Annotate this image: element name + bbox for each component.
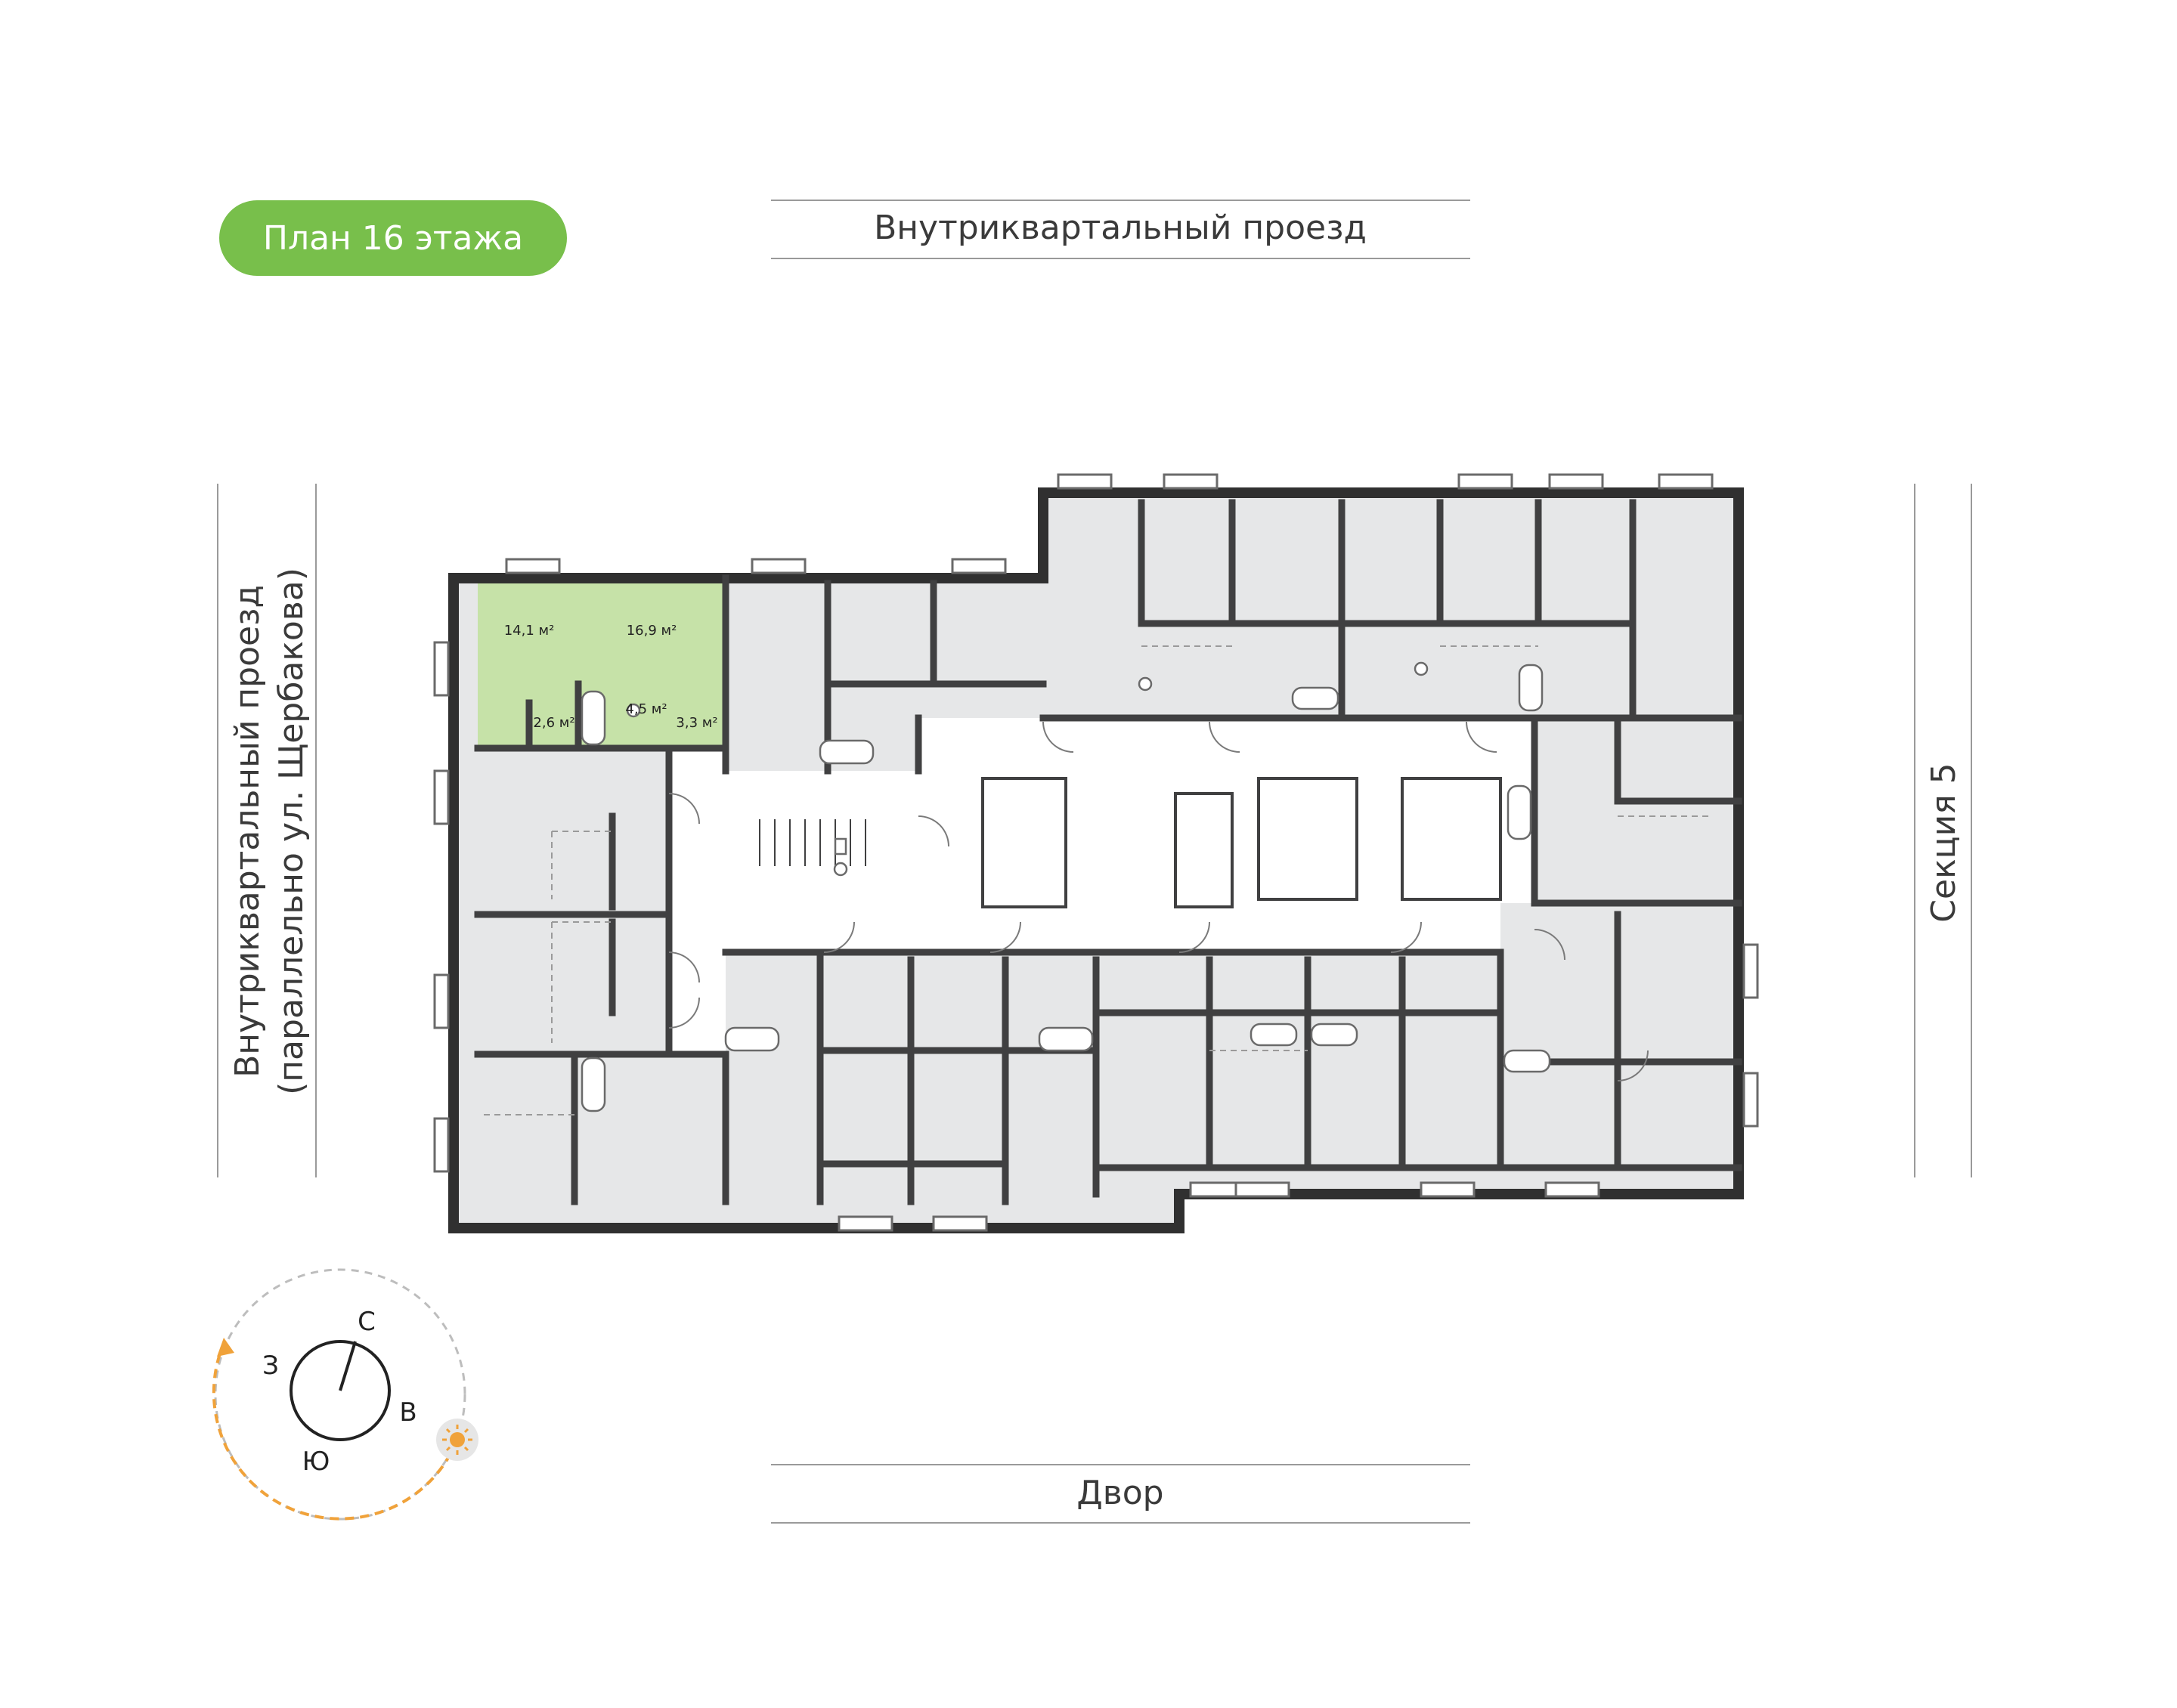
room-area-label: 2,6 м² [533,715,574,731]
room-area-label: 4,5 м² [625,701,667,717]
toilet-icon [1138,676,1153,692]
lift-shaft-large [981,777,1067,908]
street-top-label: Внутриквартальный проезд [874,209,1367,247]
compass-west: З [262,1351,279,1381]
compass-north: С [358,1307,376,1337]
street-left-label-line2: (параллельно ул. Щербакова) [272,568,311,1095]
floor-badge-background [219,200,567,276]
toilet-icon [626,703,641,718]
bathroom-fixtures [581,661,1551,1112]
service-room-right [1401,777,1502,901]
street-top: Внутриквартальный проезд [771,200,1470,259]
building: 14,1 м² 16,9 м² 2,6 м² 4,5 м² 3,3 м² [433,473,1759,1233]
zone-dashes [484,645,1708,1115]
bathtub-icon [581,1057,606,1112]
street-left: Внутриквартальный проезд (параллельно ул… [217,484,317,1177]
service-room-left [1257,777,1358,901]
interior-walls [474,499,1742,1205]
street-left-label-line1: Внутриквартальный проезд [228,585,267,1078]
sun-path-arc [212,1344,459,1521]
bathtub-icon [581,690,606,746]
room-area-label: 16,9 м² [627,623,677,639]
bathtub-icon [1310,1023,1358,1047]
floor-badge-label: План 16 этажа [263,219,523,258]
bathtub-icon [1507,784,1532,840]
stairs-steps [759,819,866,866]
compass: С В Ю З [212,1268,478,1521]
room-area-label: 3,3 м² [676,715,717,731]
toilet-icon [1414,661,1429,676]
bathtub-icon [1250,1023,1298,1047]
bathtub-icon [819,739,875,765]
stairwell [722,797,915,896]
compass-south: Ю [302,1447,330,1477]
toilet-icon [833,862,848,877]
bathtub-icon [1503,1049,1551,1073]
apartment-room-labels: 14,1 м² 16,9 м² 2,6 м² 4,5 м² 3,3 м² [504,623,718,731]
bathtub-icon [1291,686,1339,710]
bathtub-icon [1038,1026,1094,1052]
bathtub-icon [724,1026,780,1052]
room-area-label: 14,1 м² [504,623,555,639]
street-bottom-label: Двор [1076,1474,1163,1512]
section-right-label: Секция 5 [1925,763,1963,922]
bathtub-icon [1518,664,1544,712]
compass-east: В [399,1397,417,1428]
sun-path-arrow-icon [217,1338,234,1357]
door-swings [668,721,1649,1081]
lift-shaft-small [1174,792,1234,908]
sink-icon [834,837,847,856]
floor-badge[interactable]: План 16 этажа [219,200,567,276]
windows [433,473,1759,1232]
sun-path-track [214,1268,466,1521]
section-right: Секция 5 [1914,484,1972,1177]
street-bottom: Двор [771,1464,1470,1524]
sun-icon [436,1419,478,1461]
compass-needle-icon [339,1341,357,1391]
